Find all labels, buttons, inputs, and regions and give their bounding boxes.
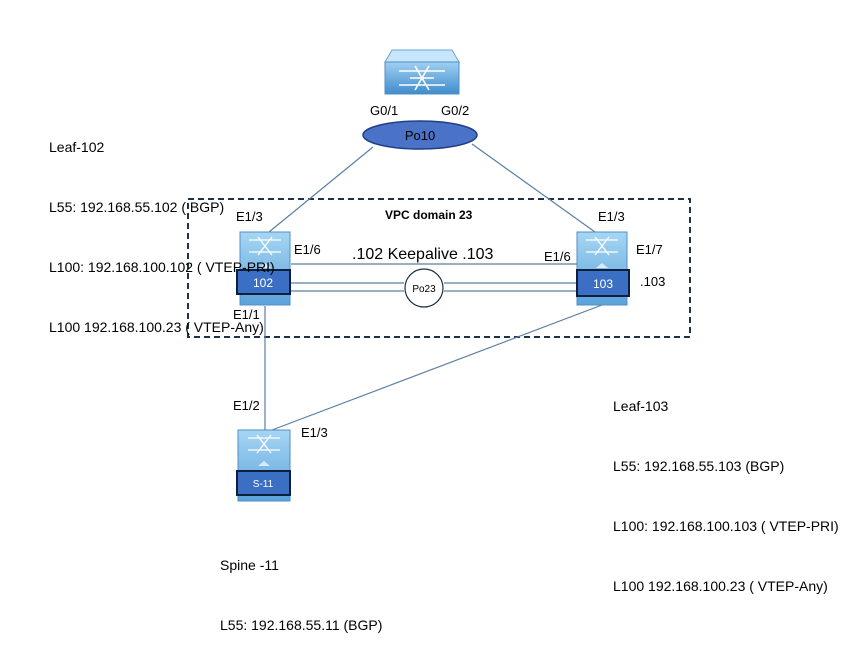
leaf-102-info: Leaf-102 L55: 192.168.55.102 ( BGP) L100… [49, 97, 275, 357]
leaf-103-badge [576, 269, 630, 297]
leaf-102-l100-any: L100 192.168.100.23 ( VTEP-Any) [49, 319, 264, 335]
leaf-102-badge-text: 102 [253, 276, 273, 290]
vpc-domain-box [187, 198, 691, 338]
leaf-103-l100-any: L100 192.168.100.23 ( VTEP-Any) [613, 578, 828, 594]
spine-11-name: Spine -11 [220, 557, 279, 573]
leaf-103-badge-text: 103 [593, 277, 613, 291]
leaf-103-ip-suffix: .103 [640, 274, 665, 289]
spine-11-badge [236, 470, 291, 496]
po10-ellipse [362, 120, 478, 150]
spine-11-info: Spine -11 L55: 192.168.55.11 (BGP) [220, 515, 382, 655]
spine-11-badge-text: S-11 [253, 479, 274, 490]
link-leaf103-spine [271, 304, 603, 431]
leaf-102-l100-pri: L100: 192.168.100.102 ( VTEP-PRI) [49, 259, 275, 275]
leaf-103-port-uplink: E1/3 [598, 209, 625, 224]
po23-circle [404, 268, 444, 308]
fi-port-left: G0/1 [370, 103, 398, 118]
network-diagram: VPC domain 23 G0/1 G0/2 Po10 [187, 49, 691, 502]
spine-11-l55: L55: 192.168.55.11 (BGP) [220, 617, 383, 633]
spine-11-port-to-102: E1/2 [233, 398, 260, 413]
po10-label: Po10 [405, 128, 435, 143]
leaf-102-name: Leaf-102 [49, 139, 105, 155]
keepalive-label: .102 Keepalive .103 [352, 246, 494, 263]
link-fi-leaf102 [268, 146, 374, 233]
leaf-103-info: Leaf-103 L55: 192.168.55.103 (BGP) L100:… [613, 356, 839, 616]
leaf-103-port-keepalive: E1/6 [544, 249, 571, 264]
leaf-102-badge [236, 269, 291, 295]
fabric-interconnect [384, 49, 460, 95]
fi-port-right: G0/2 [441, 103, 469, 118]
spine-11-port-to-103: E1/3 [301, 425, 328, 440]
leaf-103-l55: L55: 192.168.55.103 (BGP) [613, 458, 785, 474]
link-fi-leaf103 [471, 143, 596, 233]
leaf-102-port-uplink: E1/3 [236, 209, 263, 224]
leaf-103-l100-pri: L100: 192.168.100.103 ( VTEP-PRI) [613, 518, 839, 534]
leaf-102-l55: L55: 192.168.55.102 ( BGP) [49, 199, 225, 215]
leaf-103-name: Leaf-103 [613, 398, 669, 414]
leaf-102-port-spine: E1/1 [233, 307, 260, 322]
po23-label: Po23 [412, 284, 436, 295]
vpc-domain-label: VPC domain 23 [385, 208, 473, 222]
leaf-103-port-extra: E1/7 [636, 242, 663, 257]
fabric-switch-icon [399, 65, 445, 91]
leaf-102-port-keepalive: E1/6 [294, 242, 321, 257]
